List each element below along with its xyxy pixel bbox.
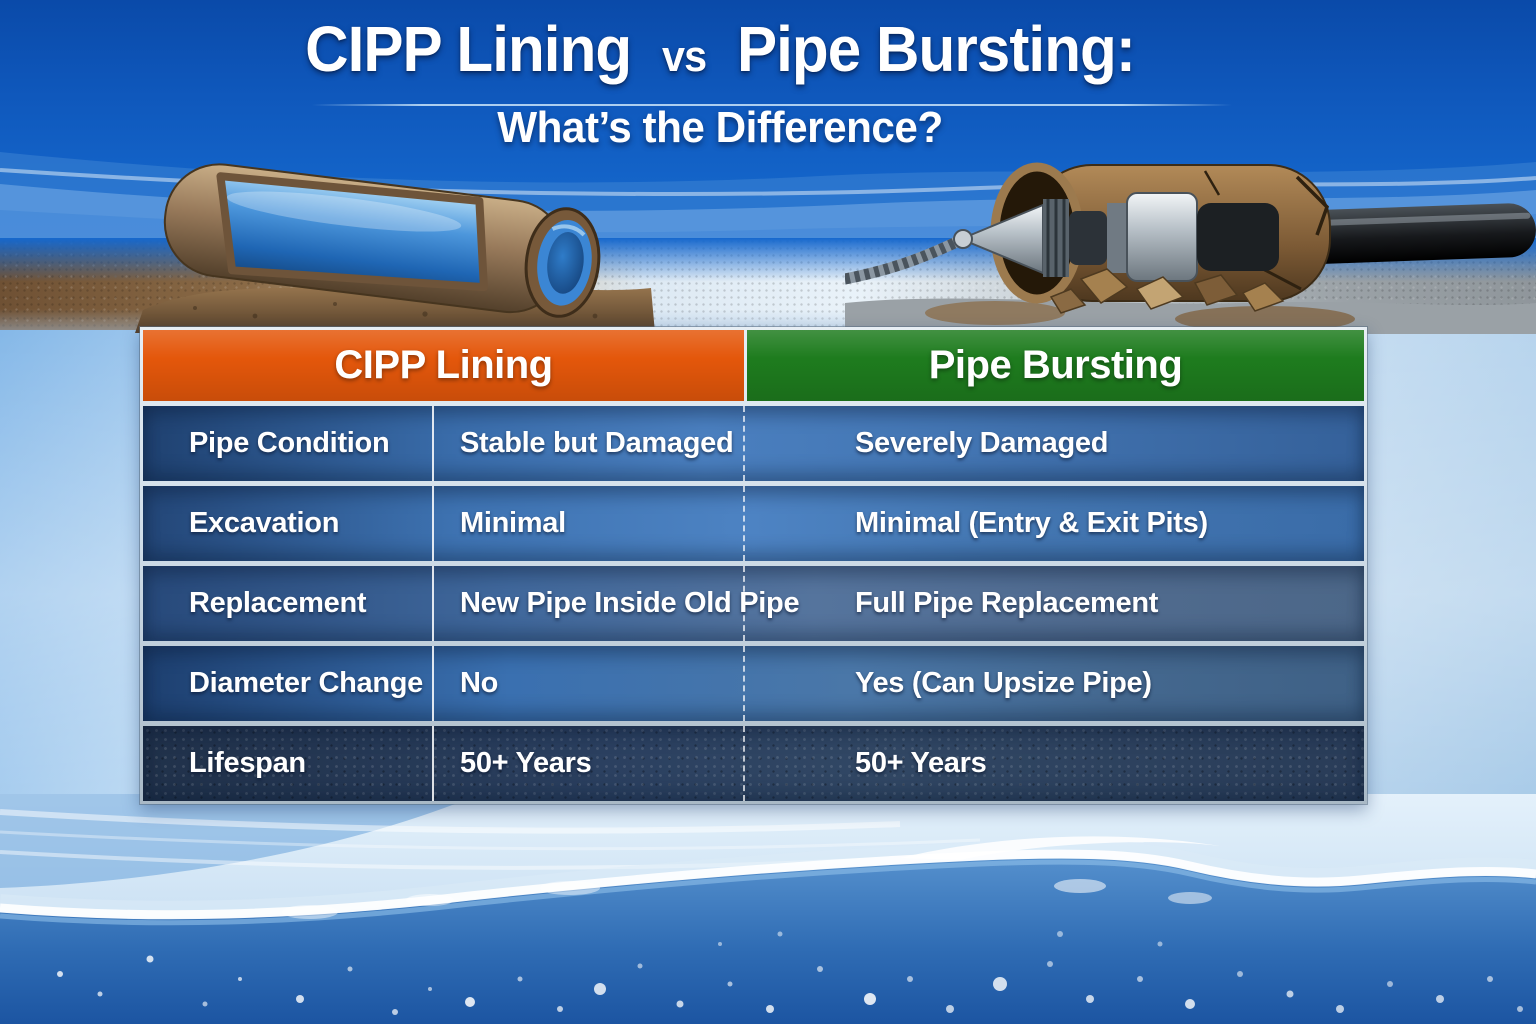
page-title: CIPP Lining vs Pipe Bursting: (43, 16, 1397, 83)
pipe-bursting-illustration (845, 162, 1536, 334)
bursting-value: Full Pipe Replacement (743, 566, 1364, 641)
table-row: Diameter Change No Yes (Can Upsize Pipe) (143, 646, 1364, 721)
row-label: Lifespan (189, 747, 306, 779)
table-row: Excavation Minimal Minimal (Entry & Exit… (143, 486, 1364, 561)
title-block: CIPP Lining vs Pipe Bursting: What’s the… (0, 16, 1440, 153)
row-label: Excavation (189, 507, 340, 539)
bursting-value: Yes (Can Upsize Pipe) (743, 646, 1364, 721)
bursting-value: Severely Damaged (743, 406, 1364, 481)
page-subtitle: What’s the Difference? (497, 102, 943, 152)
bursting-value: 50+ Years (743, 726, 1364, 801)
cipp-value: Minimal (432, 486, 743, 561)
row-label: Pipe Condition (189, 427, 390, 459)
title-vs: vs (662, 32, 707, 81)
cipp-value: New Pipe Inside Old Pipe (432, 566, 800, 641)
header-pipe-bursting: Pipe Bursting (747, 330, 1364, 401)
bursting-value: Minimal (Entry & Exit Pits) (743, 486, 1364, 561)
row-label: Replacement (189, 587, 367, 619)
water-wave-decoration (0, 794, 1536, 1024)
table-row: Pipe Condition Stable but Damaged Severe… (143, 406, 1364, 481)
title-underline (312, 104, 1232, 106)
comparison-table: CIPP Lining Pipe Bursting Pipe Condition… (140, 327, 1367, 804)
row-label: Diameter Change (189, 667, 424, 699)
table-row: Lifespan 50+ Years 50+ Years (143, 726, 1364, 801)
title-cipp: CIPP Lining (305, 13, 632, 85)
title-bursting: Pipe Bursting: (736, 13, 1136, 85)
cipp-pipe-illustration (135, 163, 655, 333)
header-cipp-lining: CIPP Lining (143, 330, 744, 401)
cipp-value: 50+ Years (432, 726, 743, 801)
cipp-value: Stable but Damaged (432, 406, 743, 481)
table-row: Replacement New Pipe Inside Old Pipe Ful… (143, 566, 1364, 641)
cipp-value: No (432, 646, 743, 721)
bursting-head-icon (953, 192, 1279, 282)
table-header-row: CIPP Lining Pipe Bursting (143, 330, 1364, 401)
